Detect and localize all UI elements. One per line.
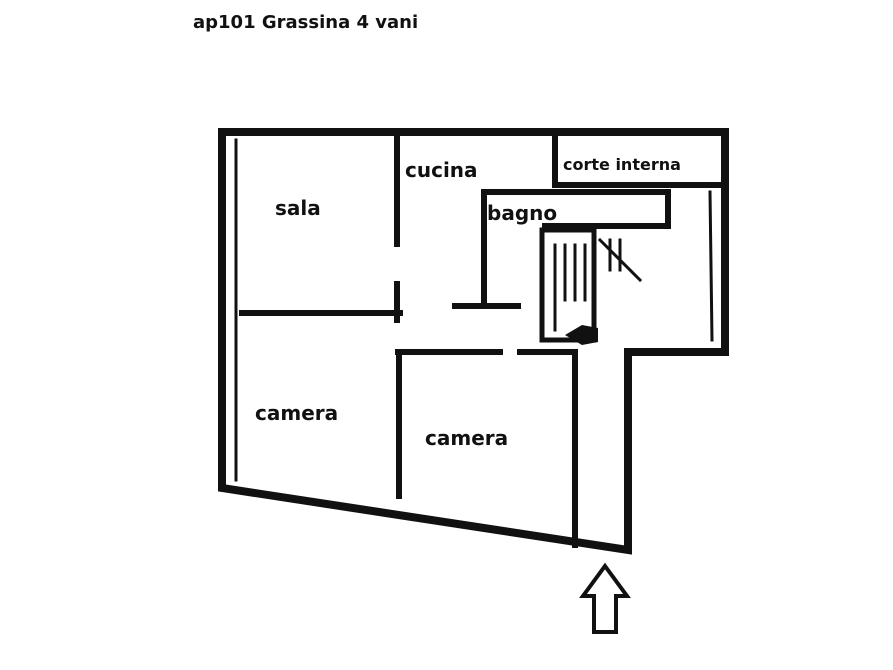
- room-label-camera: camera: [425, 426, 508, 450]
- room-label-camera: camera: [255, 401, 338, 425]
- exterior-detail: [708, 190, 714, 342]
- room-label-corte-interna: corte interna: [563, 155, 681, 174]
- room-label-sala: sala: [275, 196, 321, 220]
- door-arrow: [565, 325, 598, 345]
- outer-wall: [218, 128, 729, 555]
- interior-wall: [481, 189, 671, 308]
- room-label-cucina: cucina: [405, 158, 478, 182]
- plan-title: ap101 Grassina 4 vani: [193, 12, 419, 33]
- up-arrow-icon: [579, 562, 631, 634]
- room-label-bagno: bagno: [487, 201, 557, 225]
- interior-wall: [552, 133, 721, 188]
- staircase: [539, 227, 597, 343]
